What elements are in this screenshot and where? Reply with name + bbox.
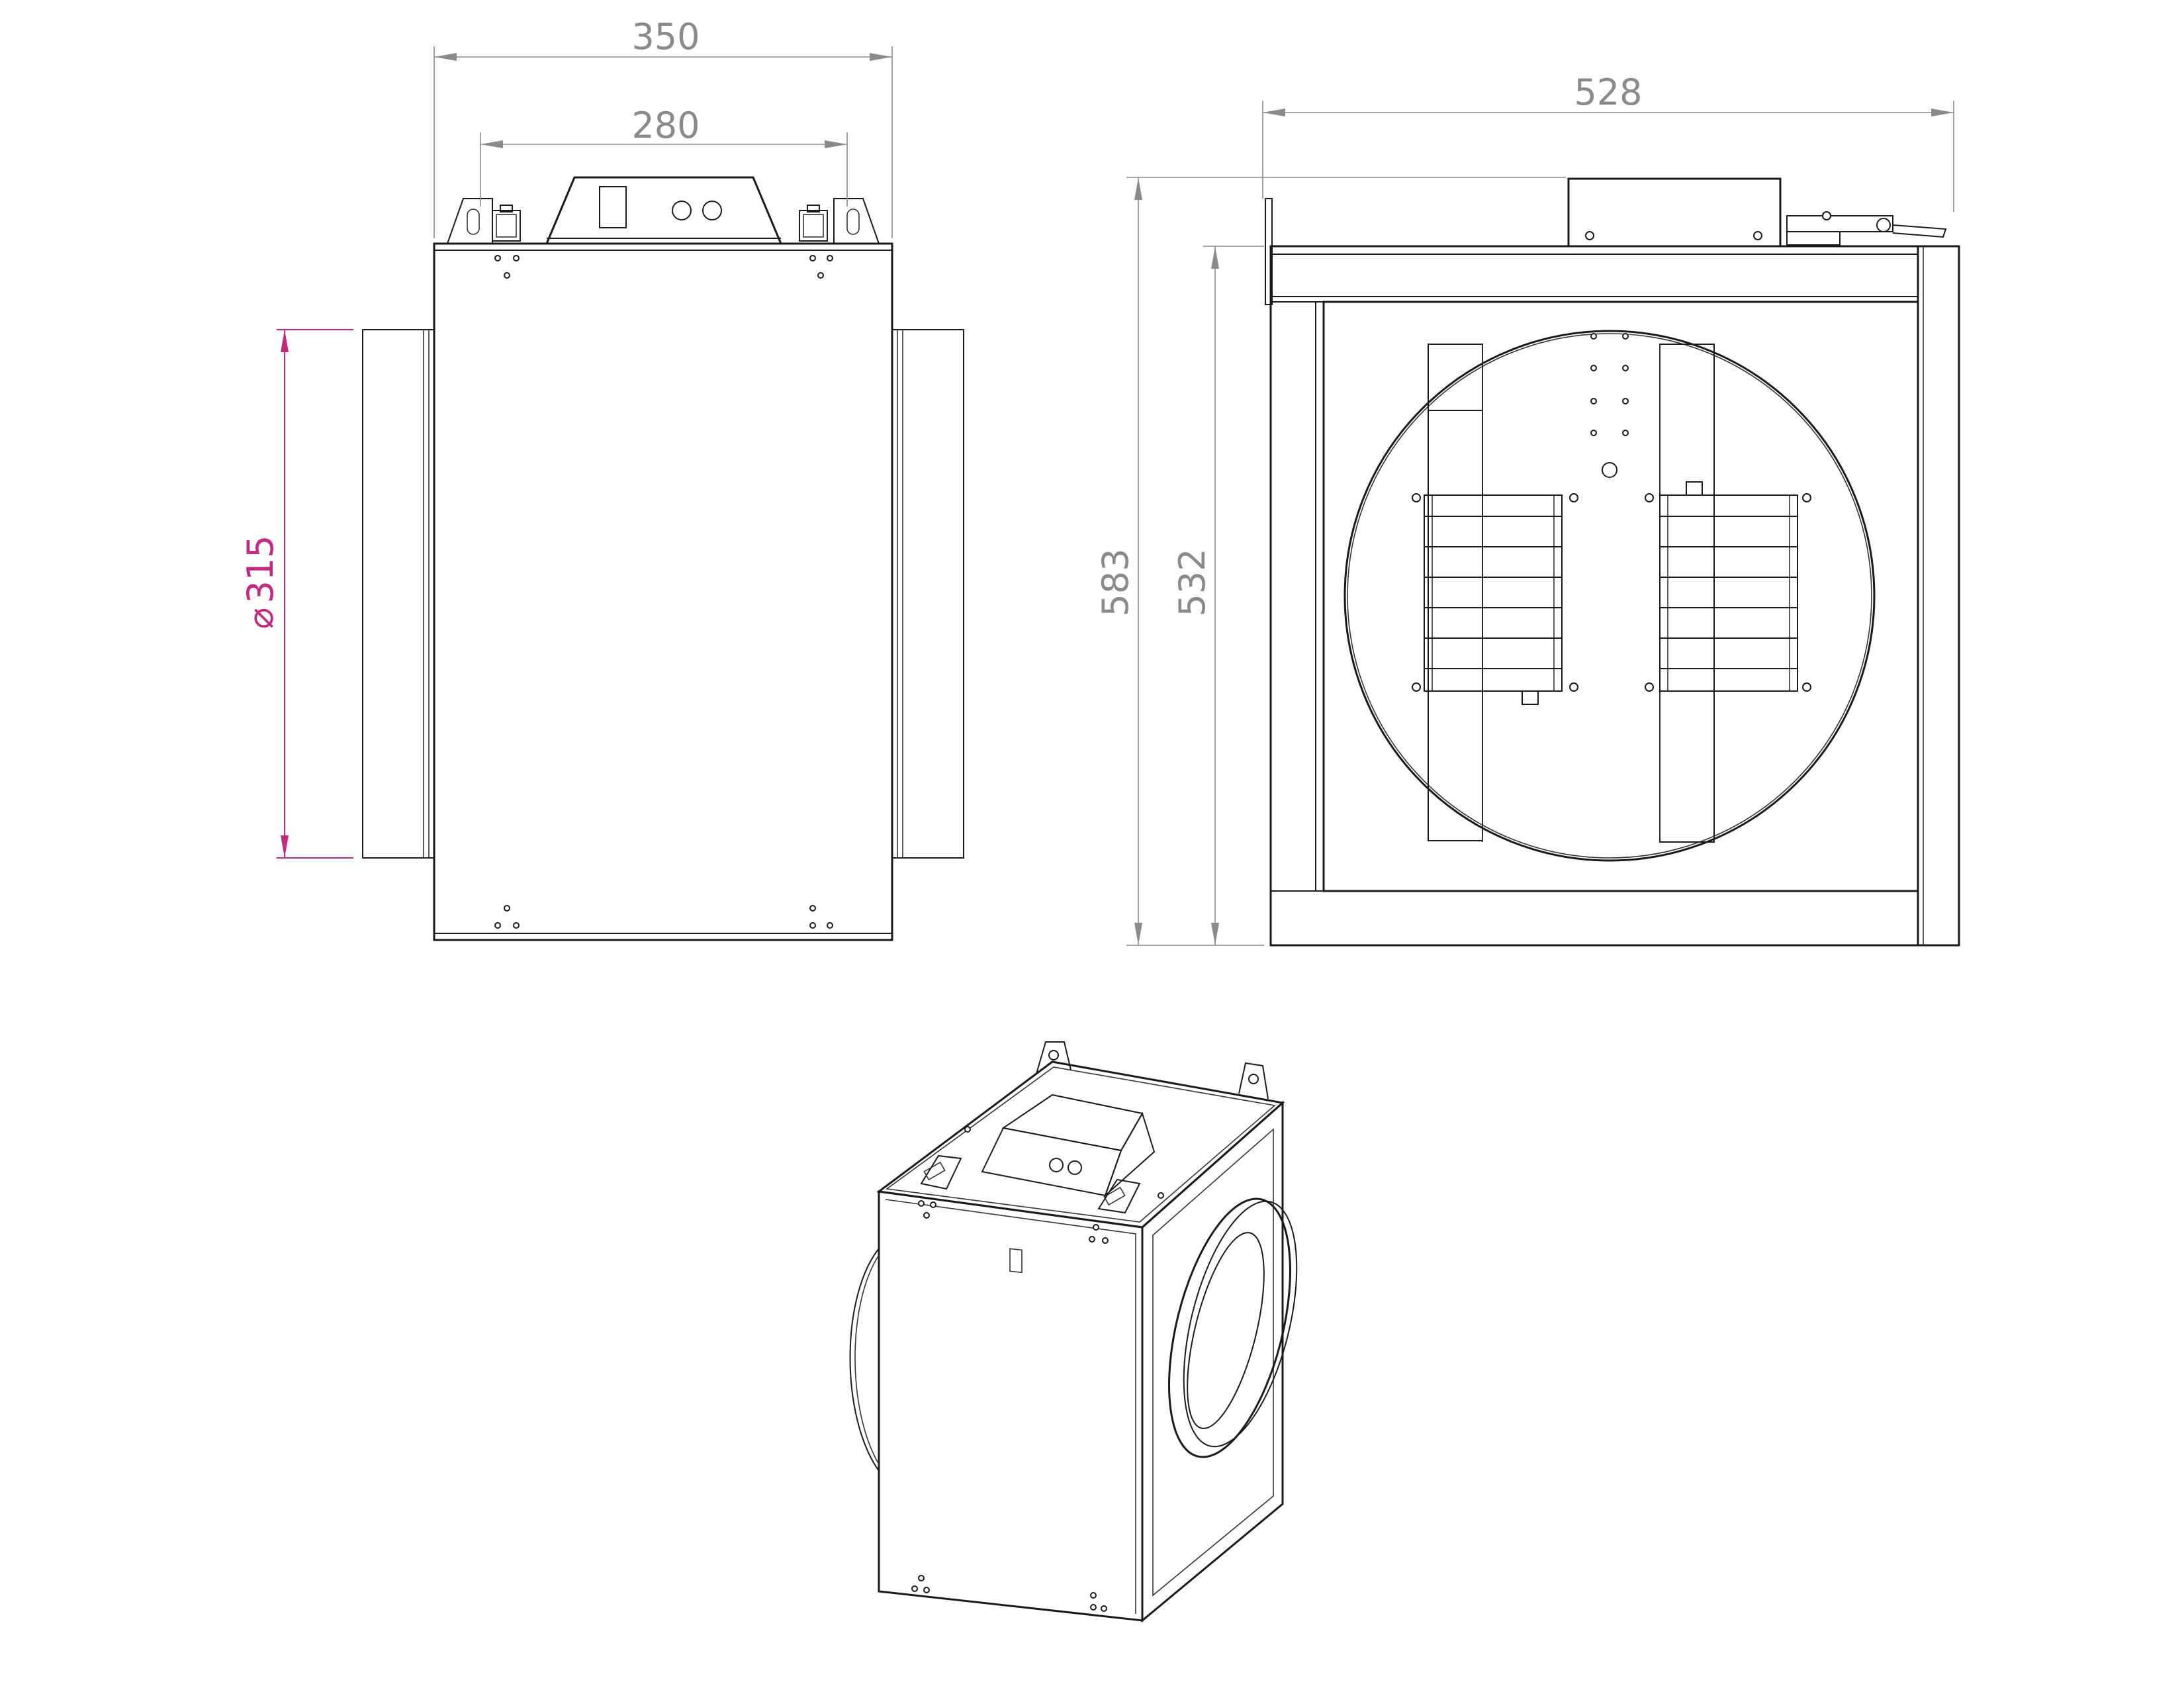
iso-duct-spigot-outer — [1168, 1197, 1291, 1458]
dimension-label: 583 — [1095, 548, 1136, 616]
right-mounting-bracket — [833, 198, 880, 244]
duct-circle — [1343, 330, 1876, 862]
inner-opening — [1322, 301, 1919, 892]
heater-element-right — [1659, 481, 1798, 692]
front-body — [433, 242, 893, 941]
side-clamp — [1786, 211, 1947, 246]
center-holes — [1590, 333, 1629, 478]
terminal-box — [545, 176, 783, 245]
screw-holes — [494, 255, 833, 929]
iso-clamp-right — [1097, 1178, 1141, 1214]
iso-rear-duct-ring — [849, 1248, 880, 1472]
dimension-label: 528 — [1574, 71, 1642, 113]
iso-clamp-left — [920, 1154, 962, 1190]
dimension-label: 315 — [240, 535, 281, 603]
left-duct-spigot — [362, 329, 435, 859]
side-end-plate — [1917, 245, 1960, 947]
gland-icon — [672, 201, 692, 220]
iso-front-face — [878, 1190, 1144, 1622]
side-flange — [1265, 198, 1273, 305]
dimension-583: 583 — [1095, 177, 1566, 946]
dimension-280: 280 — [480, 105, 848, 207]
heater-rails — [1428, 344, 1715, 843]
diameter-symbol: ⌀ — [240, 608, 281, 630]
dimension-350: 350 — [433, 16, 893, 238]
side-body — [1269, 245, 1919, 947]
iso-duct-spigot-inner — [1187, 1232, 1265, 1429]
iso-right-face — [1141, 1100, 1284, 1623]
right-duct-spigot — [891, 329, 964, 859]
element-mounting-holes — [1412, 493, 1811, 692]
left-mounting-bracket — [447, 198, 493, 244]
iso-screw-holes — [911, 1126, 1164, 1612]
iso-mounting-bracket — [1238, 1062, 1269, 1100]
right-clamp — [799, 205, 828, 242]
gland-icon — [702, 201, 722, 220]
dimension-diameter-315: ⌀ 315 — [240, 329, 353, 859]
iso-terminal-box — [981, 1094, 1156, 1274]
switch-icon — [599, 186, 627, 228]
dimension-532: 532 — [1171, 246, 1264, 945]
isometric-view — [849, 1041, 1298, 1623]
dimension-label: 350 — [631, 16, 700, 58]
dimension-528: 528 — [1262, 71, 1954, 212]
front-view: 350 280 ⌀ 315 — [240, 16, 964, 941]
dimension-label: 532 — [1171, 548, 1213, 616]
dimension-label: 280 — [631, 105, 700, 146]
side-terminal-box — [1567, 177, 1782, 248]
side-view: 528 583 532 — [1095, 71, 1960, 947]
iso-top-face — [876, 1060, 1285, 1229]
iso-mounting-bracket — [1036, 1041, 1071, 1074]
left-clamp — [492, 205, 521, 242]
heater-element-left — [1424, 494, 1563, 705]
